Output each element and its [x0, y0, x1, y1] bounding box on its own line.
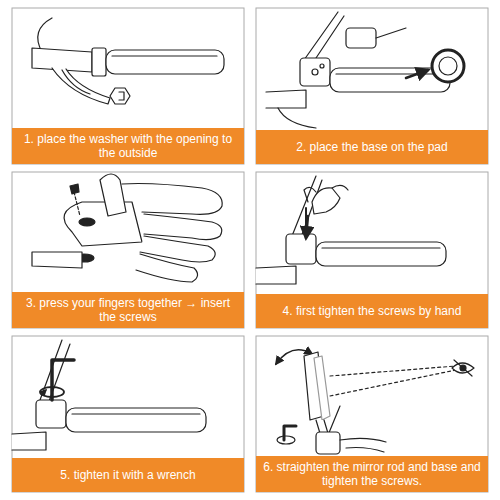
illustration-part [40, 340, 70, 404]
step5-drawing [12, 340, 206, 450]
illustration-part [286, 234, 316, 264]
illustration-part [72, 413, 200, 414]
illustration-part [266, 90, 306, 108]
caption-band: 1. place the washer with the opening to … [12, 128, 244, 164]
illustration-part [74, 192, 80, 216]
illustration-part [256, 266, 296, 284]
illustration-part [12, 432, 46, 450]
illustration-part [330, 370, 456, 396]
illustration-part [340, 438, 386, 442]
panel-frames [12, 8, 488, 492]
step3-drawing [32, 174, 222, 282]
step-caption: 2. place the base on the pad [296, 140, 447, 154]
step-caption: 5. tighten it with a wrench [60, 468, 195, 482]
illustration-part [38, 18, 52, 52]
illustration-part [106, 50, 224, 74]
illustration-part [42, 390, 46, 394]
illustration-part [320, 64, 324, 68]
step4-drawing [256, 176, 446, 284]
illustration-part [454, 360, 472, 376]
illustration-part [62, 70, 90, 94]
illustration-part [12, 12, 474, 454]
caption-band: 4. first tighten the screws by hand [256, 294, 488, 328]
illustration-part [300, 58, 330, 86]
illustration-part [119, 92, 124, 100]
illustration-part [12, 172, 244, 328]
illustration-part [316, 242, 446, 266]
caption-band: 3. press your fingers together → insert … [12, 292, 244, 328]
illustration-part [66, 408, 206, 432]
illustration-part [32, 48, 92, 72]
illustration-part [112, 55, 217, 56]
step-caption: 3. press your fingers together → insert … [18, 296, 238, 324]
step6-drawing [276, 350, 474, 454]
step-caption: 4. first tighten the screws by hand [283, 304, 462, 318]
illustration-part [256, 8, 488, 164]
illustration-part [346, 28, 376, 48]
step2-drawing [266, 12, 464, 128]
illustration-part [122, 184, 222, 215]
illustration-part [278, 108, 316, 128]
caption-band: 2. place the base on the pad [256, 130, 488, 164]
illustration-part [144, 214, 222, 240]
step1-drawing [32, 18, 224, 104]
step-caption: 6. straighten the mirror rod and base an… [262, 460, 482, 488]
illustration-part [332, 185, 348, 190]
illustration-part [12, 336, 244, 492]
illustration-part [439, 57, 457, 75]
illustration-part [256, 172, 488, 328]
illustration-part [277, 436, 295, 444]
illustration-part [32, 252, 82, 268]
illustration-part [79, 218, 95, 226]
illustration-part [110, 88, 130, 104]
illustration-part [314, 356, 330, 420]
illustration-part [406, 70, 428, 78]
illustration-part [432, 50, 464, 82]
step-caption: 1. place the washer with the opening to … [18, 132, 238, 160]
illustration-part [136, 254, 198, 282]
illustration-part [304, 187, 316, 202]
illustration-part [306, 216, 308, 238]
illustration-part [64, 202, 142, 246]
illustration-part [346, 448, 384, 453]
illustration-part [100, 174, 126, 216]
illustration-part [40, 387, 64, 397]
illustration-part [70, 184, 79, 194]
illustration-part [304, 12, 344, 64]
illustration-part [256, 336, 488, 492]
illustration-part [12, 8, 244, 164]
caption-band: 5. tighten it with a wrench [12, 458, 244, 492]
caption-band: 6. straighten the mirror rod and base an… [256, 456, 488, 492]
illustration-part [92, 48, 106, 76]
illustration-part [316, 432, 340, 454]
illustration-part [322, 247, 440, 248]
illustration-part [376, 28, 406, 38]
illustration-part [312, 69, 318, 75]
illustration-part [336, 73, 444, 74]
illustration-part [36, 400, 66, 428]
